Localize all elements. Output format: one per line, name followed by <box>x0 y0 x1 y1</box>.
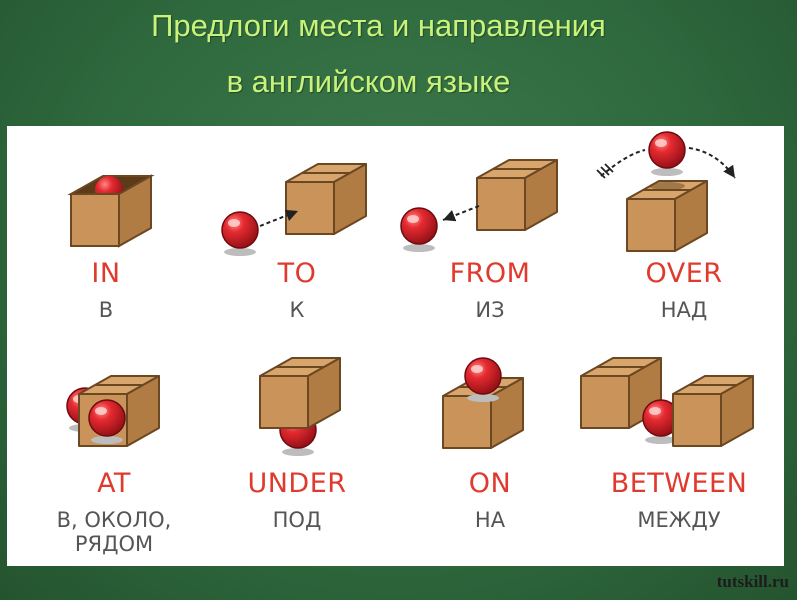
cell-under: UNDER ПОД <box>200 338 394 558</box>
cell-over: OVER НАД <box>587 126 781 346</box>
cell-from: FROM ИЗ <box>393 126 587 346</box>
preposition-ru: В, ОКОЛО, РЯДОМ <box>56 508 172 556</box>
watermark: tutskill.ru <box>716 572 789 591</box>
preposition-ru: ИЗ <box>475 298 505 322</box>
to-illustration <box>221 163 367 257</box>
preposition-ru: НАД <box>660 298 708 322</box>
preposition-ru: В <box>98 298 114 322</box>
cell-to: TO К <box>200 126 394 346</box>
on-illustration <box>442 357 524 449</box>
over-illustration <box>596 131 736 252</box>
preposition-en: ON <box>468 468 512 499</box>
cell-at: AT В, ОКОЛО, РЯДОМ <box>17 338 211 558</box>
preposition-en: UNDER <box>247 468 347 499</box>
preposition-en: TO <box>277 258 317 289</box>
preposition-ru: МЕЖДУ <box>637 508 721 532</box>
cell-on: ON НА <box>393 338 587 558</box>
preposition-ru: НА <box>474 508 506 532</box>
preposition-en: FROM <box>449 258 531 289</box>
at-illustration <box>66 375 160 447</box>
cell-in: IN В <box>9 126 203 346</box>
between-illustration <box>580 357 754 447</box>
preposition-en: AT <box>97 468 131 499</box>
preposition-en: IN <box>91 258 121 289</box>
from-illustration <box>400 159 558 253</box>
cell-between: BETWEEN МЕЖДУ <box>575 338 769 558</box>
title-line-2: в английском языке <box>226 64 511 99</box>
in-illustration <box>67 174 155 248</box>
prepositions-panel: IN В TO К FROM ИЗ OVER НАД <box>7 126 784 566</box>
title-line-1: Предлоги места и направления <box>151 8 606 43</box>
preposition-en: OVER <box>645 258 723 289</box>
preposition-en: BETWEEN <box>610 468 748 499</box>
preposition-ru: ПОД <box>272 508 322 532</box>
under-illustration <box>259 357 341 457</box>
preposition-ru: К <box>289 298 305 322</box>
